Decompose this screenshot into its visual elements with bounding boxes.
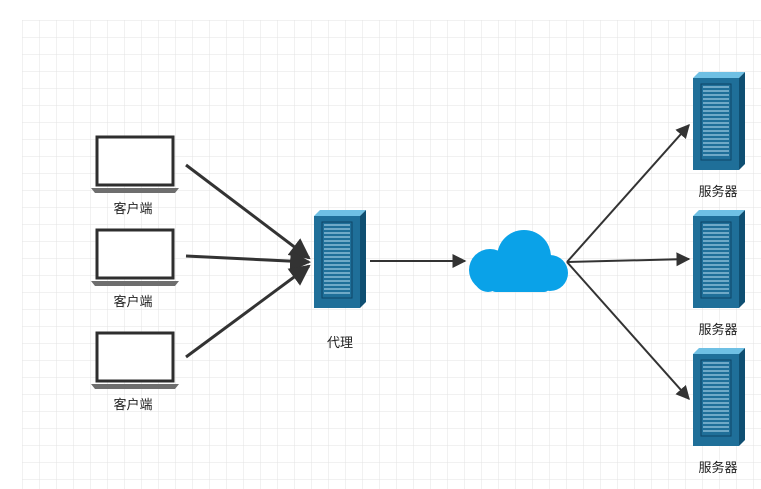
arrow-client-2-to-proxy (185, 250, 312, 272)
laptop-icon (89, 135, 181, 195)
laptop-icon (89, 331, 181, 391)
client-label: 客户端 (113, 294, 152, 310)
server-tower-icon (692, 209, 746, 309)
laptop-icon (89, 228, 181, 288)
network-node (469, 230, 568, 292)
server-label: 服务器 (698, 322, 737, 338)
server-tower-icon (313, 209, 367, 309)
cloud-icon (469, 230, 568, 292)
client-label: 客户端 (113, 397, 152, 413)
client-node-3: 客户端 (89, 331, 181, 413)
client-label: 客户端 (113, 201, 152, 217)
server-tower-icon (692, 71, 746, 171)
arrow-client-3-to-proxy (185, 264, 311, 359)
server-node-3: 服务器 (692, 347, 746, 476)
client-node-1: 客户端 (89, 135, 181, 217)
client-to-proxy-arrows (185, 163, 312, 359)
cloud-to-server-arrows (566, 123, 691, 401)
server-label: 服务器 (698, 460, 737, 476)
server-node-2: 服务器 (692, 209, 746, 338)
arrow-cloud-to-server-2 (566, 252, 691, 267)
server-tower-icon (692, 347, 746, 447)
arrow-cloud-to-server-3 (566, 261, 690, 401)
client-node-2: 客户端 (89, 228, 181, 310)
arrow-client-1-to-proxy (185, 163, 311, 260)
arrow-cloud-to-server-1 (566, 123, 690, 263)
server-node-1: 服务器 (692, 71, 746, 200)
proxy-node: 代理 (313, 209, 367, 351)
proxy-label: 代理 (327, 336, 353, 351)
server-label: 服务器 (698, 184, 737, 200)
